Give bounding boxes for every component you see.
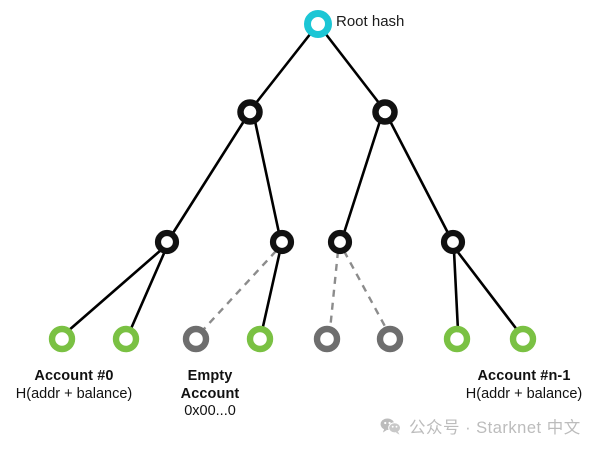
empty-account-label: Empty Account 0x00...0: [150, 368, 270, 421]
tree-edges-dashed: [202, 250, 389, 331]
leaf-node-1: [112, 325, 140, 353]
account-first-label: Account #0 H(addr + balance): [0, 368, 148, 403]
root-hash-label: Root hash: [336, 13, 405, 30]
wechat-icon: [380, 417, 402, 435]
account-first-formula: H(addr + balance): [15, 385, 133, 402]
watermark: 公众号 · Starknet 中文: [380, 414, 581, 438]
root-hash-node: [304, 10, 332, 38]
wechat-icon-glyph: [380, 418, 402, 435]
edge-l2-0-to-leaf-0: [66, 248, 163, 333]
watermark-text: 公众号 · Starknet 中文: [409, 419, 581, 437]
edge-l2-1-to-leaf-3: [260, 249, 282, 333]
tree-nodes: [48, 10, 537, 353]
internal-node-l2-2: [327, 229, 353, 255]
edge-l2-2-to-leaf-5-dashed: [342, 250, 389, 331]
edge-l2-1-to-leaf-2-dashed: [202, 250, 277, 331]
internal-node-l2-0: [154, 229, 180, 255]
internal-node-l1-left: [237, 99, 263, 125]
account-first-title: Account #0: [34, 368, 114, 384]
leaf-node-0: [48, 325, 76, 353]
internal-node-l2-3: [440, 229, 466, 255]
internal-node-l1-right: [372, 99, 398, 125]
edge-l2-3-to-leaf-7: [455, 249, 520, 333]
account-last-formula: H(addr + balance): [465, 385, 583, 402]
edge-l1left-to-l2-1: [253, 119, 281, 235]
account-last-title: Account #n-1: [477, 368, 571, 384]
leaf-node-7: [509, 325, 537, 353]
leaf-node-6: [443, 325, 471, 353]
internal-node-l2-1: [269, 229, 295, 255]
edge-root-to-l1-left: [254, 31, 313, 105]
edge-l1right-to-l2-3: [388, 119, 450, 235]
leaf-node-4: [313, 325, 341, 353]
edge-l2-3-to-leaf-6: [452, 249, 460, 333]
account-last-label: Account #n-1 H(addr + balance): [448, 368, 600, 403]
leaf-node-5: [376, 325, 404, 353]
edge-l2-2-to-leaf-4-dashed: [328, 250, 340, 331]
empty-account-value: 0x00...0: [184, 403, 236, 420]
tree-edges-solid: [66, 31, 520, 333]
edge-root-to-l1-right: [323, 31, 381, 105]
leaf-node-3: [246, 325, 274, 353]
leaf-node-2: [182, 325, 210, 353]
empty-account-title-line2: Account: [180, 385, 240, 402]
empty-account-title-line1: Empty: [187, 368, 233, 384]
edge-l1left-to-l2-0: [171, 119, 246, 235]
edge-l1right-to-l2-2: [342, 119, 382, 235]
edge-l2-0-to-leaf-1: [128, 249, 167, 333]
